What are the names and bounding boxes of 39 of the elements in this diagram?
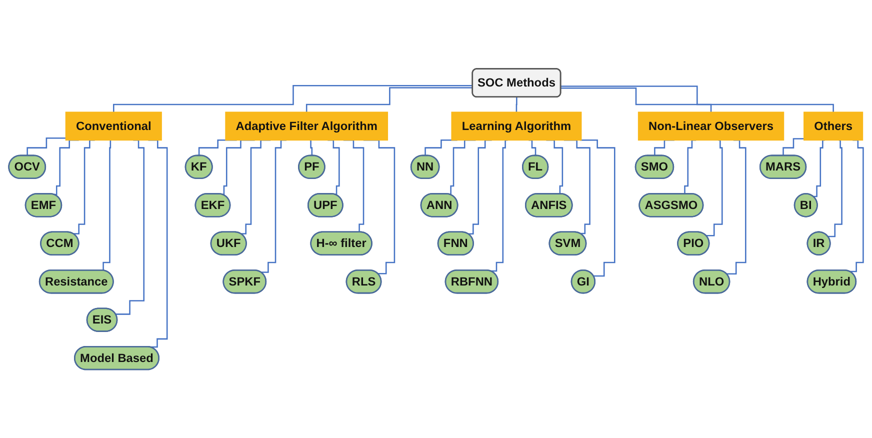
connector (726, 139, 746, 274)
connector (580, 139, 616, 276)
connector (73, 139, 95, 234)
connector (490, 139, 508, 272)
connector (516, 96, 518, 113)
connector (448, 139, 476, 195)
connector (564, 139, 590, 234)
node-box: Adaptive Filter Algorithm (225, 112, 388, 140)
connector (116, 139, 144, 315)
connector (147, 139, 168, 348)
connector (560, 85, 834, 113)
connector (782, 138, 804, 156)
connector (546, 139, 564, 195)
connector (363, 139, 396, 274)
connector (221, 139, 255, 195)
connector (260, 139, 286, 273)
node-box: Non-Linear Observers (638, 112, 784, 140)
connector (113, 84, 473, 113)
node-box: Learning Algorithm (451, 112, 582, 140)
connector (528, 139, 536, 156)
node-box: Conventional (65, 112, 162, 140)
connector (26, 137, 66, 156)
connector (813, 139, 825, 197)
connector (849, 139, 864, 272)
node-box: Others (804, 112, 864, 140)
connector (828, 139, 842, 237)
connector (343, 139, 364, 233)
connector (706, 139, 723, 236)
connector (654, 139, 674, 156)
connector (310, 139, 313, 156)
connector (306, 86, 473, 113)
connector (424, 139, 458, 156)
connector (53, 139, 79, 195)
connector (240, 139, 271, 234)
connector (328, 139, 340, 195)
connector (560, 87, 712, 113)
connector (468, 139, 492, 234)
connector (198, 139, 237, 156)
connector (682, 139, 696, 195)
